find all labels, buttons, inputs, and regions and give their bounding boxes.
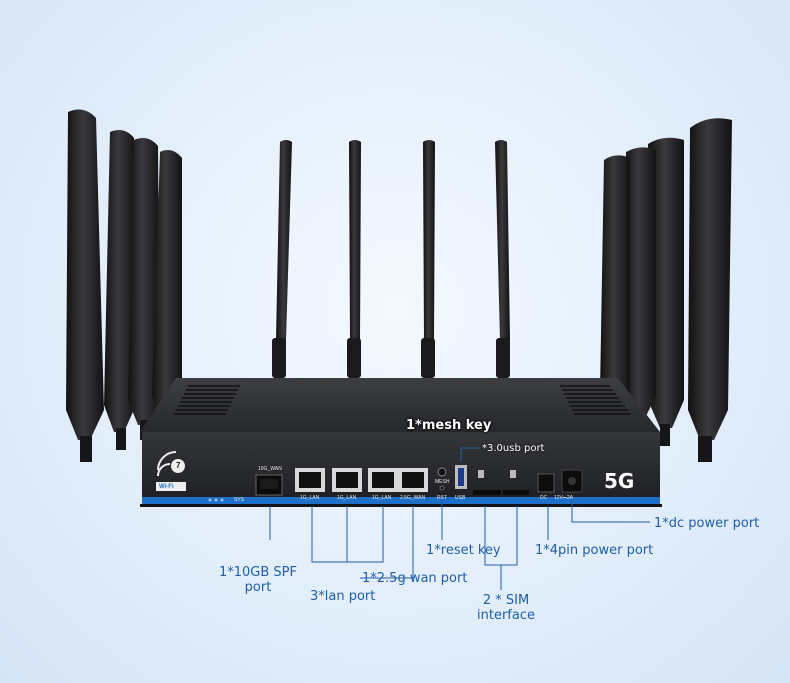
antenna [128,138,160,425]
antenna [495,140,510,340]
antenna [624,147,656,420]
usb-leader [460,447,480,462]
antenna [648,137,684,428]
sys-label: SYS [234,497,245,503]
callout-dc-power-port: 1*dc power port [654,516,760,531]
status-leds [208,498,224,502]
callout-usb-port: *3.0usb port [482,443,545,454]
callout-sim-interface: 2 * SIM interface [474,593,538,623]
callout-sfp-line2: port [244,580,272,595]
voltage-label: 12V⎓2A [554,495,574,501]
antenna [600,155,630,414]
antenna [276,140,292,340]
lan2-label: 1G_LAN [337,495,357,501]
wifi-text: Wi-Fi [159,484,174,490]
callout-4pin-power-port: 1*4pin power port [535,543,654,558]
antenna [688,118,732,440]
cellular-logo: 5G [604,469,634,493]
ethernet-ports [295,468,428,492]
callout-mesh-key: 1*mesh key [406,418,492,433]
left-antennas [66,109,182,462]
callout-reset-key: 1*reset key [426,543,501,558]
mesh-label: MESH [435,479,450,485]
callout-wan-port: 1*2.5g wan port [362,571,468,586]
callout-sfp-line1: 1*10GB SPF [218,565,297,580]
lan1-label: 1G_LAN [300,495,320,501]
sim-slot-1 [473,490,501,495]
antenna [66,109,104,441]
svg-text:5G: 5G [604,469,634,493]
antenna [104,130,136,432]
leader-lines [269,447,650,590]
dc-leader [571,496,650,523]
wifi7-logo [156,451,186,491]
callout-sim-line1: 2 * SIM [482,593,530,608]
mesh-button [437,467,447,477]
wan-leader [360,506,414,579]
rst-label: RST [437,495,447,501]
callout-lan-port: 3*lan port [310,589,376,604]
chassis-top [140,378,660,432]
right-antennas [600,118,732,462]
dc-label: DC [540,495,548,501]
callout-sfp-port: 1*10GB SPF port [218,565,298,595]
antenna [423,140,435,340]
antenna [349,140,361,340]
left-vent [174,385,240,415]
sfp-wan-label: 10G_WAN [258,466,282,472]
reset-button [439,485,445,491]
center-antennas [272,140,510,378]
wan25-label: 2.5G_WAN [400,495,426,501]
callout-sim-line2: interface [477,608,535,623]
usb-label: USB [455,495,466,501]
sim-slot-2 [503,490,529,495]
wifi-version: 7 [176,461,181,470]
four-pin-power-connector [537,473,555,493]
front-blue-strip [142,497,660,504]
right-vent [560,385,631,415]
lan3-label: 1G_LAN [372,495,392,501]
antenna [152,150,182,418]
